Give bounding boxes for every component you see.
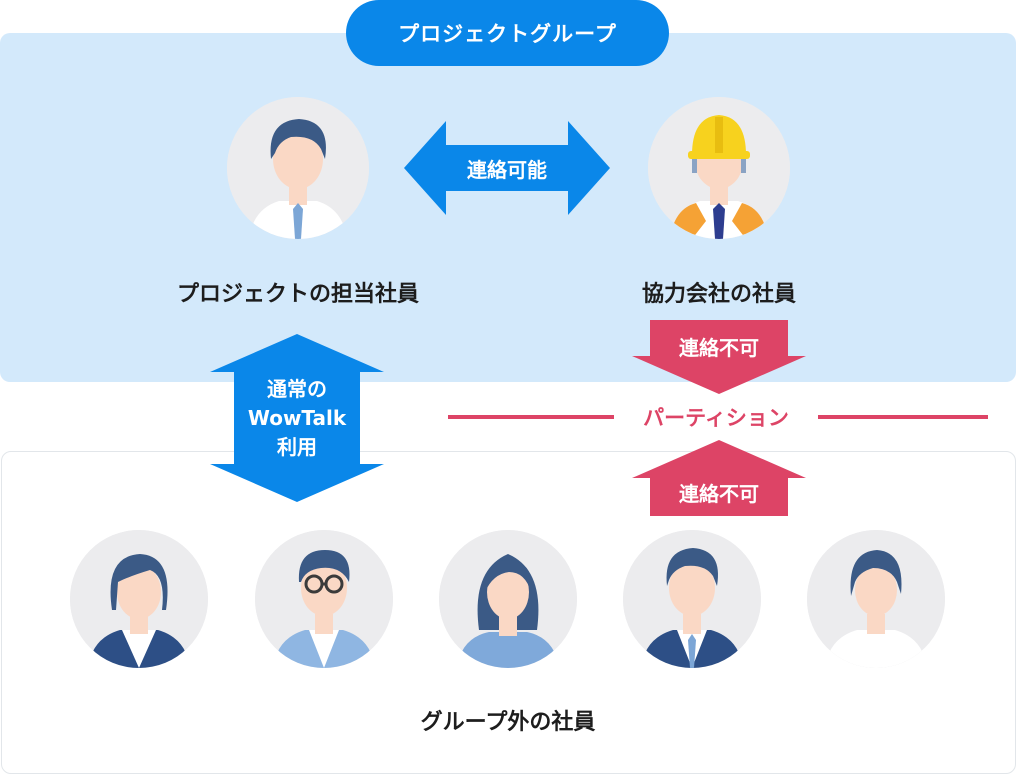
- partner-staff-label: 協力会社の社員: [641, 282, 796, 307]
- normal-use-line-3: 利用: [277, 434, 317, 459]
- man-suit-avatar-icon: [623, 530, 761, 668]
- normal-use-line-1: 通常の: [267, 376, 327, 401]
- project-group-area: [0, 33, 1016, 382]
- partition-label: パーティション: [643, 406, 789, 430]
- normal-use-arrow-icon: [210, 334, 384, 502]
- no-contact-down-label: 連絡不可: [679, 335, 759, 360]
- group-title-badge: プロジェクトグループ: [346, 0, 669, 66]
- contact-possible-label: 連絡可能: [467, 157, 547, 182]
- normal-use-line-2: WowTalk: [247, 405, 347, 430]
- no-contact-up-label: 連絡不可: [679, 481, 759, 506]
- partition-line-right: [818, 415, 988, 419]
- man-glasses-avatar-icon: [255, 530, 393, 668]
- outside-staff-label: グループ外の社員: [420, 710, 596, 735]
- contact-possible-arrow-icon: [404, 121, 610, 215]
- normal-use-label: 通常の WowTalk 利用: [234, 370, 360, 466]
- no-contact-up-arrow-icon: [632, 440, 806, 516]
- woman-avatar-icon: [70, 530, 208, 668]
- project-staff-avatar-icon: [227, 97, 369, 239]
- no-contact-down-arrow-icon: [632, 320, 806, 394]
- woman-short-hair-avatar-icon: [807, 530, 945, 668]
- woman-long-hair-avatar-icon: [439, 530, 577, 668]
- worker-helmet-avatar-icon: [648, 97, 790, 239]
- project-staff-label: プロジェクトの担当社員: [176, 282, 419, 307]
- partition-line-left: [448, 415, 614, 419]
- group-title: プロジェクトグループ: [398, 22, 617, 46]
